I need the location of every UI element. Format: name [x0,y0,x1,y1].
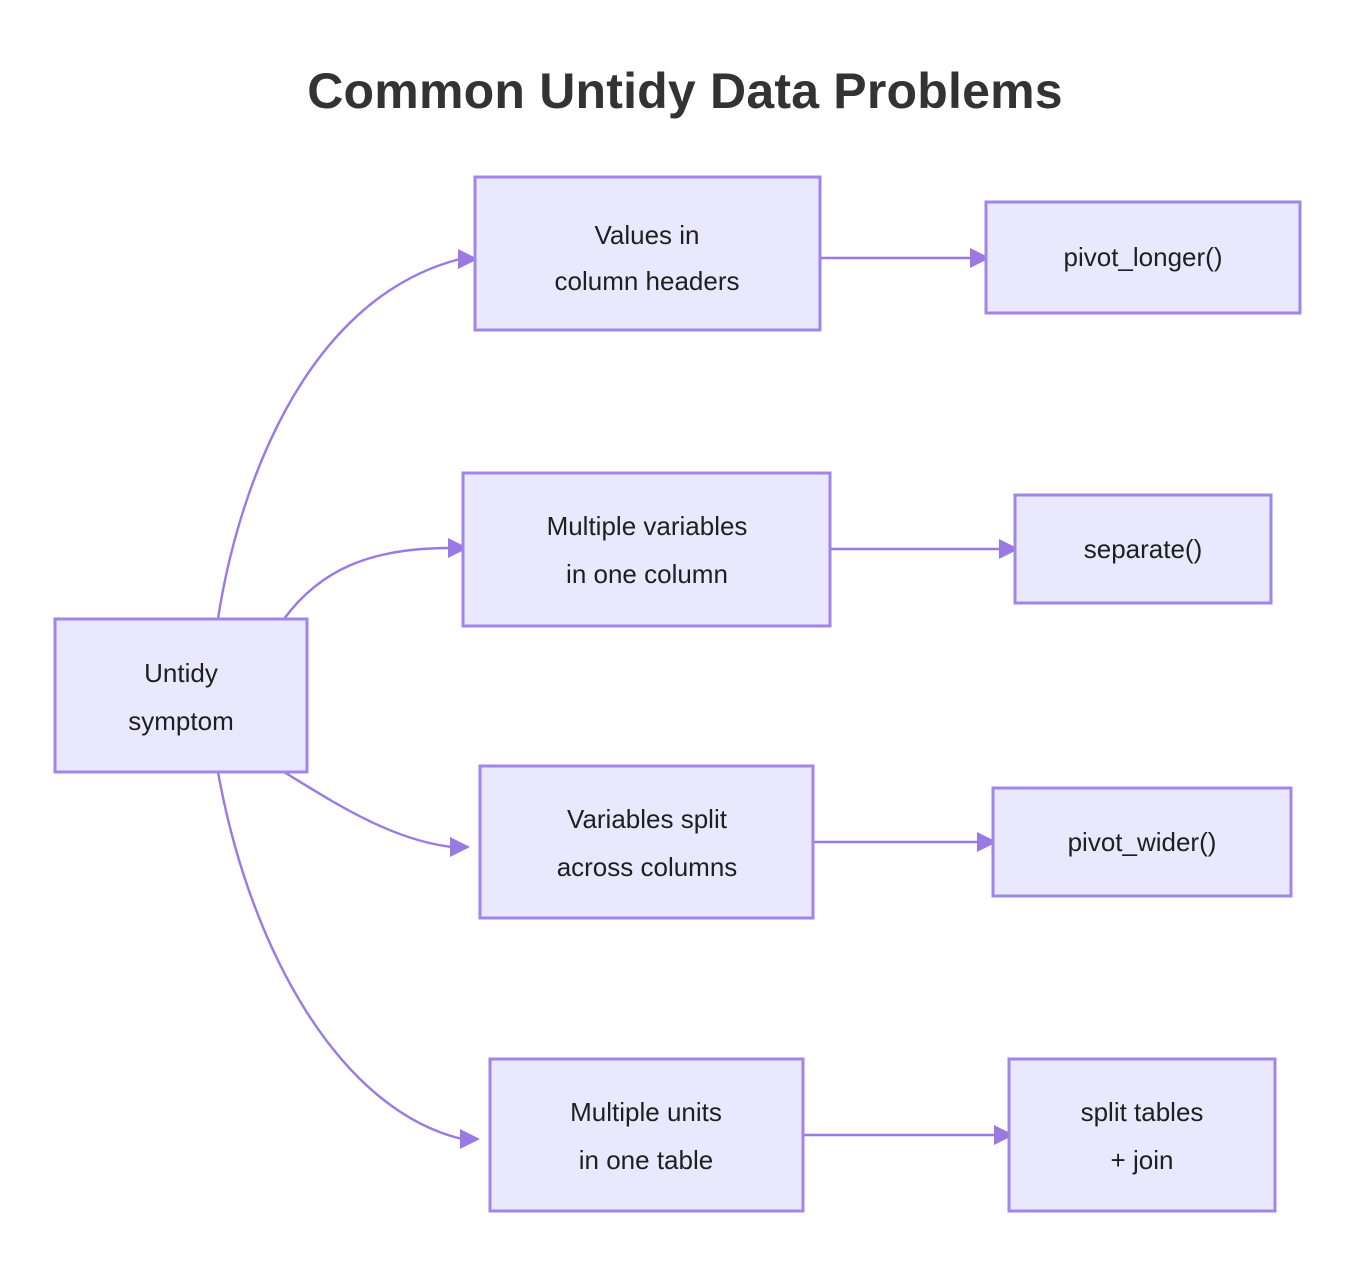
node-box[interactable] [984,200,1302,315]
node-split-tables-join[interactable]: split tables + join [1007,1057,1277,1213]
node-box[interactable] [1007,1057,1277,1213]
arrowhead-icon [977,832,997,852]
page-title: Common Untidy Data Problems [307,63,1063,119]
arrowhead-icon [970,248,990,268]
node-label-line1: Variables split [567,804,728,834]
node-label-line1: separate() [1084,534,1203,564]
node-label-line2: across columns [557,852,738,882]
node-box[interactable] [478,764,815,920]
node-box[interactable] [1013,493,1273,605]
edge-root-to-multiple-variables-in-one-column [283,538,468,620]
node-box[interactable] [53,617,309,774]
node-label-line1: Untidy [144,658,218,688]
node-label-line1: Multiple units [570,1097,722,1127]
arrowhead-icon [458,249,478,269]
node-pivot-wider[interactable]: pivot_wider() [991,786,1293,898]
edge-values-in-column-headers-to-pivot-longer [820,248,990,268]
node-multiple-variables-in-one-column[interactable]: Multiple variables in one column [461,471,832,628]
node-label-line2: symptom [128,706,233,736]
node-label-line2: + join [1111,1145,1174,1175]
arrowhead-icon [999,539,1019,559]
edge-root-to-multiple-units-in-one-table [216,771,480,1149]
node-label-line1: pivot_longer() [1064,242,1223,272]
node-box[interactable] [488,1057,805,1213]
node-label-line1: Multiple variables [547,511,748,541]
arrowhead-icon [460,1129,480,1149]
edge-root-to-values-in-column-headers [216,249,478,620]
node-label-line2: in one column [566,559,728,589]
edge-root-to-variables-split-across-columns [283,770,470,857]
node-box[interactable] [461,471,832,628]
node-box[interactable] [473,175,822,332]
node-separate[interactable]: separate() [1013,493,1273,605]
edge-variables-split-across-columns-to-pivot-wider [813,832,997,852]
edge-multiple-variables-in-one-column-to-separate [830,539,1019,559]
edge-multiple-units-in-one-table-to-split-tables-join [803,1125,1014,1145]
node-values-in-column-headers[interactable]: Values in column headers [473,175,822,332]
node-label-line1: Values in [594,220,699,250]
arrowhead-icon [448,538,468,558]
arrowhead-icon [450,837,470,857]
node-label-line1: pivot_wider() [1068,827,1217,857]
node-pivot-longer[interactable]: pivot_longer() [984,200,1302,315]
node-untidy-symptom[interactable]: Untidy symptom [53,617,309,774]
node-variables-split-across-columns[interactable]: Variables split across columns [478,764,815,920]
node-label-line1: split tables [1081,1097,1204,1127]
arrowhead-icon [994,1125,1014,1145]
node-box[interactable] [991,786,1293,898]
node-label-line2: in one table [579,1145,713,1175]
node-multiple-units-in-one-table[interactable]: Multiple units in one table [488,1057,805,1213]
node-label-line2: column headers [555,266,740,296]
